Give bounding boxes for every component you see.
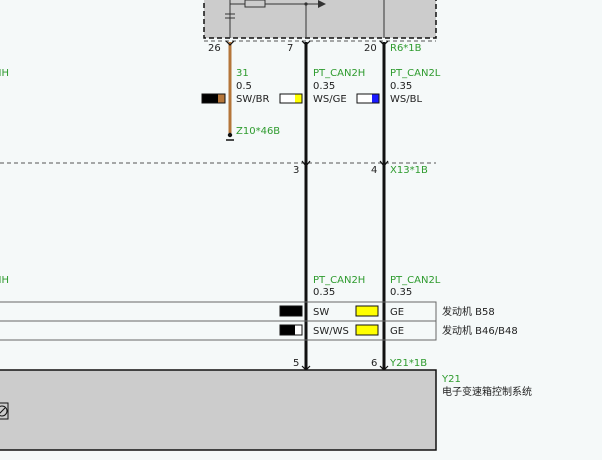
- left-cut-label-2: NH: [0, 275, 9, 286]
- variant-2-l-color: GE: [390, 326, 404, 337]
- pin-26-label: 26: [208, 43, 221, 54]
- pin-4-label: 4: [371, 165, 377, 176]
- variant-table: [0, 301, 437, 341]
- variant-1-h-color: SW: [313, 307, 329, 318]
- pin-6-label: 6: [371, 358, 377, 369]
- pin-7-label: 7: [287, 43, 293, 54]
- connector-y21-pin-label: Y21*1B: [389, 358, 427, 369]
- transmission-control-block: [0, 369, 437, 451]
- wire-31-color: SW/BR: [236, 94, 269, 105]
- ground-icon: [226, 132, 234, 141]
- variant-1-l-color: GE: [390, 307, 404, 318]
- component-id: Y21: [441, 374, 461, 385]
- swatch-sw-ws-icon: [279, 324, 303, 336]
- junction-dot-icon: [304, 2, 308, 6]
- swatch-ge-icon-2: [355, 324, 379, 336]
- wire-can2l-gauge-lower: 0.35: [390, 287, 412, 298]
- component-name: 电子变速箱控制系统: [442, 385, 532, 398]
- ground-label: Z10*46B: [236, 126, 280, 137]
- wire-can2l-color-top: WS/BL: [390, 94, 422, 105]
- swatch-sw-br-icon: [201, 93, 226, 104]
- swatch-ge-icon: [355, 305, 379, 317]
- variant-2-h-color: SW/WS: [313, 326, 349, 337]
- wire-31-gauge: 0.5: [236, 81, 252, 92]
- wire-can2l-name-lower: PT_CAN2L: [390, 275, 441, 286]
- swatch-ws-ge-icon: [279, 93, 303, 104]
- component-symbol-icon: [0, 402, 9, 420]
- wire-can2h-name-top: PT_CAN2H: [313, 68, 365, 79]
- wire-31-name: 31: [236, 68, 249, 79]
- pin-5-label: 5: [293, 358, 299, 369]
- wire-can2h-color-top: WS/GE: [313, 94, 347, 105]
- left-cut-label-1: NH: [0, 68, 9, 79]
- arrow-icon: [318, 0, 326, 8]
- connector-x13-label: X13*1B: [390, 165, 428, 176]
- connector-r6-label: R6*1B: [390, 43, 422, 54]
- pin-3-label: 3: [293, 165, 299, 176]
- pin-20-label: 20: [364, 43, 377, 54]
- top-block-internals: [225, 0, 385, 38]
- variant-2-engine: 发动机 B46/B48: [442, 324, 518, 337]
- variant-1-engine: 发动机 B58: [442, 305, 495, 318]
- wire-can2h-name-lower: PT_CAN2H: [313, 275, 365, 286]
- wire-can2h-gauge-top: 0.35: [313, 81, 335, 92]
- swatch-ws-bl-icon: [356, 93, 380, 104]
- swatch-sw-icon: [279, 305, 303, 317]
- wire-can2h-gauge-lower: 0.35: [313, 287, 335, 298]
- wire-can2l-gauge-top: 0.35: [390, 81, 412, 92]
- wire-can2l-name-top: PT_CAN2L: [390, 68, 441, 79]
